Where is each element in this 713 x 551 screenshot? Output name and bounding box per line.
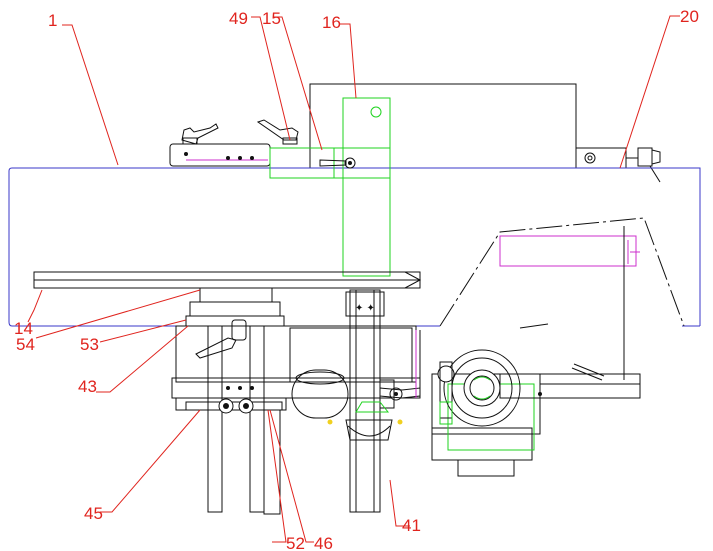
- callout-20: 20: [680, 7, 699, 26]
- cutter-motor: [431, 349, 541, 477]
- callout-52: 52: [286, 534, 305, 551]
- sliding-table: [33, 271, 422, 327]
- clamp-block: [185, 398, 283, 414]
- callout-46: 46: [314, 534, 333, 551]
- leader-lines: [27, 15, 680, 543]
- lower-base: [171, 319, 421, 419]
- callout-14: 14: [14, 319, 33, 338]
- callout-43: 43: [78, 377, 97, 396]
- callout-15: 15: [262, 9, 281, 28]
- callout-41: 41: [402, 516, 421, 535]
- callout-54: 54: [16, 335, 35, 354]
- cutter-guard: [439, 217, 685, 380]
- callouts: 1 49 15 16 20 14 54 53 43 45 52 46 41: [14, 7, 699, 551]
- green-fence: [269, 97, 391, 277]
- callout-1: 1: [48, 11, 57, 30]
- spindle-fitting: [327, 401, 403, 441]
- callout-53: 53: [80, 335, 99, 354]
- svg-text:✦ ✦: ✦ ✦: [355, 303, 375, 314]
- fence-bar: [169, 119, 299, 167]
- callout-45: 45: [84, 504, 103, 523]
- callout-16: 16: [322, 13, 341, 32]
- top-housing: [309, 83, 661, 183]
- right-arm: [415, 330, 641, 399]
- callout-49: 49: [229, 9, 248, 28]
